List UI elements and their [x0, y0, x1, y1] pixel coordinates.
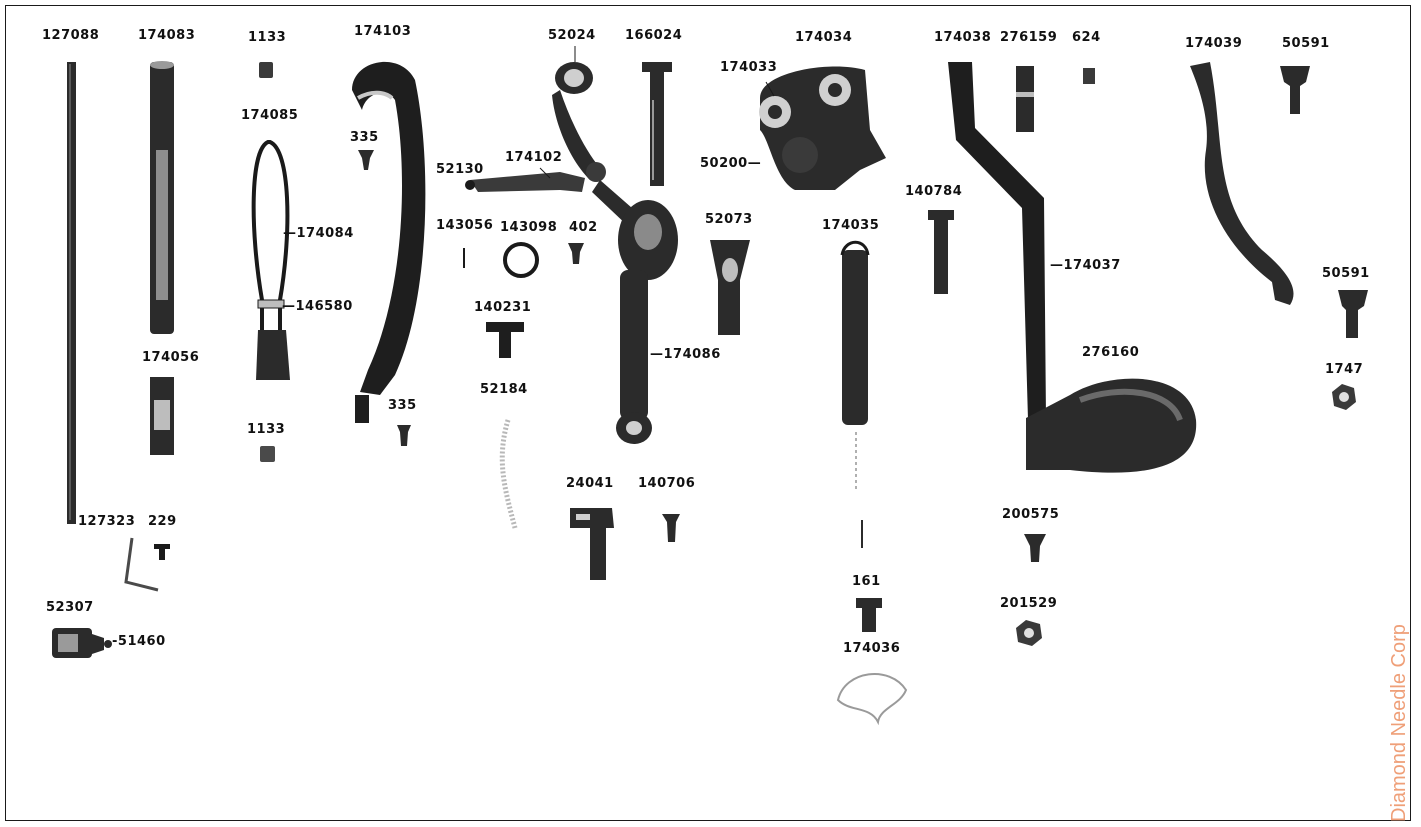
part-number-label: —146580 — [282, 299, 353, 314]
part-number-label: 174083 — [138, 28, 195, 43]
part-number-label: 174102 — [505, 150, 562, 165]
part-number-label: 52307 — [46, 600, 94, 615]
part-201529-nut — [1016, 620, 1042, 646]
part-number-label: 127323 — [78, 514, 135, 529]
part-166024-pin — [642, 62, 672, 186]
part-174085-loop-spring — [254, 142, 290, 380]
part-number-label: —174037 — [1050, 258, 1121, 273]
part-number-label: 335 — [350, 130, 379, 145]
part-number-label: 174035 — [822, 218, 879, 233]
part-number-label: 402 — [569, 220, 598, 235]
part-number-label: 52130 — [436, 162, 484, 177]
part-140231-t-piece — [486, 322, 524, 358]
part-number-label: 50591 — [1282, 36, 1330, 51]
part-24041-bracket — [570, 508, 614, 580]
part-number-label: 174103 — [354, 24, 411, 39]
part-number-label: 174056 — [142, 350, 199, 365]
part-number-label: 174034 — [795, 30, 852, 45]
part-200575-screw — [1024, 534, 1046, 562]
part-number-label: 161 — [852, 574, 881, 589]
part-174035-spring — [842, 242, 868, 548]
part-number-label: 276159 — [1000, 30, 1057, 45]
part-number-label: 52184 — [480, 382, 528, 397]
part-number-label: 229 — [148, 514, 177, 529]
part-52073-clamp — [710, 240, 750, 335]
part-number-label: 174039 — [1185, 36, 1242, 51]
part-174086-connecting-link — [592, 180, 678, 444]
part-number-label: 200575 — [1002, 507, 1059, 522]
part-number-label: 52024 — [548, 28, 596, 43]
part-276160-pedal — [1026, 379, 1196, 473]
part-number-label: —174084 — [283, 226, 354, 241]
part-1133-screw-top — [259, 62, 273, 78]
part-number-label: 174033 — [720, 60, 777, 75]
part-number-label: 143098 — [500, 220, 557, 235]
part-number-label: 52073 — [705, 212, 753, 227]
part-number-label: 1747 — [1325, 362, 1363, 377]
part-335-screw-top — [358, 150, 374, 170]
part-229-screw — [154, 544, 170, 560]
part-number-label: 1133 — [248, 30, 286, 45]
part-143098-ring — [505, 244, 537, 276]
part-number-label: 24041 — [566, 476, 614, 491]
part-174056-sleeve — [150, 377, 174, 455]
part-number-label: 1133 — [247, 422, 285, 437]
part-140784-bolt — [928, 210, 954, 294]
part-127323-bent-pin — [126, 538, 158, 590]
part-number-label: 127088 — [42, 28, 99, 43]
part-number-label: 143056 — [436, 218, 493, 233]
part-number-label: 335 — [388, 398, 417, 413]
part-1747-nut — [1332, 384, 1356, 410]
part-402-screw — [568, 243, 584, 264]
part-276159-bushing — [1016, 66, 1034, 132]
part-number-label: 166024 — [625, 28, 682, 43]
part-174039-arm — [1190, 62, 1294, 305]
part-number-label: 50200— — [700, 156, 761, 171]
part-174034-block — [759, 66, 886, 190]
part-624-screw — [1083, 68, 1095, 84]
part-number-label: 174085 — [241, 108, 298, 123]
part-number-label: 174038 — [934, 30, 991, 45]
part-number-label: —174086 — [650, 347, 721, 362]
part-number-label: 140706 — [638, 476, 695, 491]
part-number-label: 201529 — [1000, 596, 1057, 611]
part-number-label: -51460 — [112, 634, 166, 649]
part-335-screw-bottom — [397, 425, 411, 446]
part-140706-screw — [662, 514, 680, 542]
part-1133-screw-bottom — [260, 446, 275, 462]
part-161-screw — [856, 598, 882, 632]
part-52184-spring — [502, 420, 515, 528]
part-number-label: 174036 — [843, 641, 900, 656]
part-52307-oiler — [52, 628, 112, 658]
part-number-label: 624 — [1072, 30, 1101, 45]
part-52024-crank-assembly — [465, 62, 606, 192]
watermark: Diamond Needle Corp — [1388, 624, 1411, 822]
part-127088-rod — [67, 62, 76, 524]
part-50591-screw-bottom — [1338, 290, 1368, 338]
part-50591-screw-top — [1280, 66, 1310, 114]
part-174036-clip — [838, 674, 906, 722]
part-174103-curved-arm — [352, 62, 425, 423]
part-number-label: 140784 — [905, 184, 962, 199]
part-number-label: 140231 — [474, 300, 531, 315]
part-174083-tube — [150, 61, 174, 334]
part-number-label: 276160 — [1082, 345, 1139, 360]
part-number-label: 50591 — [1322, 266, 1370, 281]
